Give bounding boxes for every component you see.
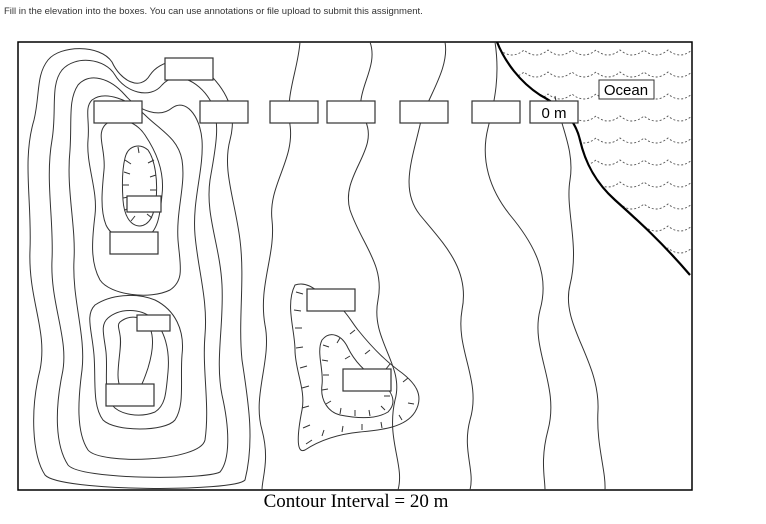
ocean-label: Ocean bbox=[604, 82, 648, 99]
answer-box[interactable] bbox=[326, 100, 376, 124]
answer-box[interactable] bbox=[93, 100, 143, 124]
zero-elevation-label: 0 m bbox=[541, 105, 566, 122]
answer-box[interactable] bbox=[471, 100, 521, 124]
contour-interval-caption: Contour Interval = 20 m bbox=[263, 491, 449, 512]
answer-box[interactable] bbox=[126, 195, 162, 213]
coastline bbox=[495, 41, 691, 276]
answer-box[interactable] bbox=[109, 231, 159, 255]
answer-box[interactable] bbox=[269, 100, 319, 124]
answer-box[interactable] bbox=[136, 314, 171, 332]
answer-box[interactable] bbox=[306, 288, 356, 312]
answer-boxes bbox=[93, 57, 521, 407]
answer-box[interactable] bbox=[199, 100, 249, 124]
answer-box[interactable] bbox=[164, 57, 214, 81]
answer-box[interactable] bbox=[342, 368, 392, 392]
answer-box[interactable] bbox=[399, 100, 449, 124]
zero-elevation-box bbox=[529, 100, 579, 124]
assignment-instructions: Fill in the elevation into the boxes. Yo… bbox=[4, 6, 423, 17]
depression-contours bbox=[290, 283, 420, 452]
ocean-label-box bbox=[598, 79, 655, 100]
answer-box[interactable] bbox=[105, 383, 155, 407]
